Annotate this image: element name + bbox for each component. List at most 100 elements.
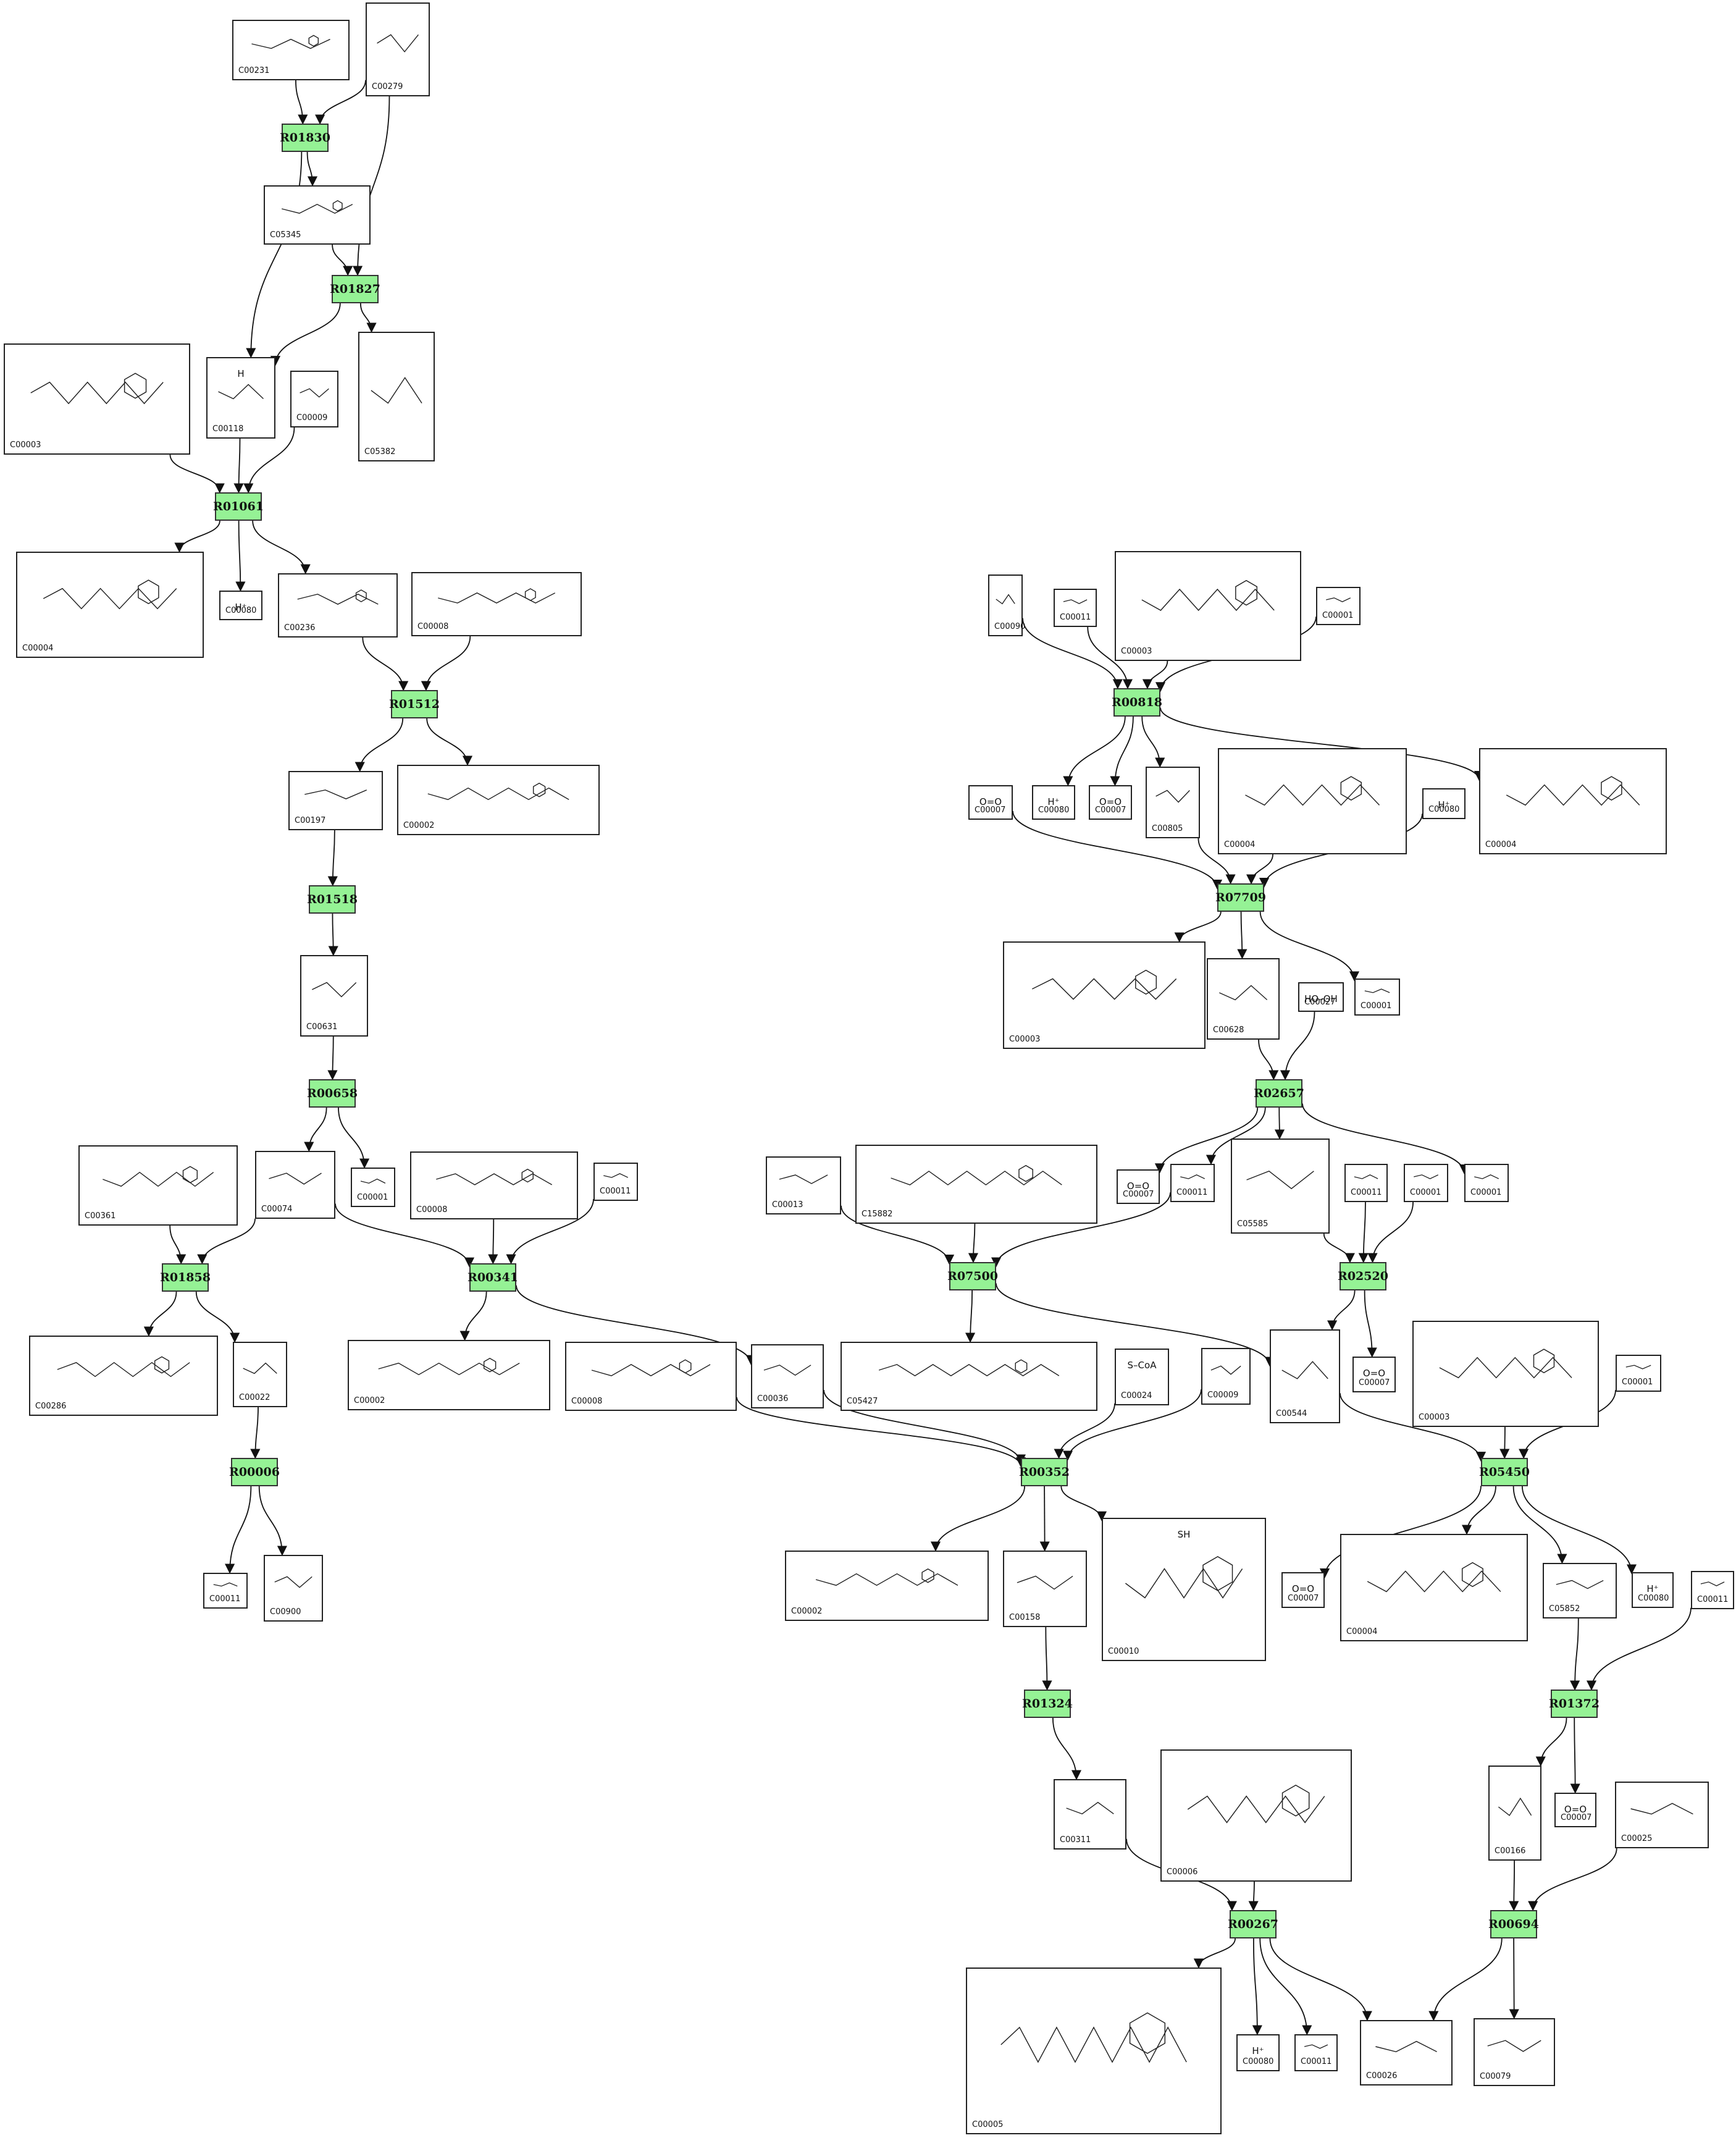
compound-box-c00080[interactable]: H⁺C00080 — [1632, 1572, 1674, 1608]
compound-box-c00008[interactable]: C00008 — [411, 572, 582, 636]
compound-box-c00003[interactable]: C00003 — [4, 343, 190, 455]
compound-box-c00004[interactable]: C00004 — [1479, 748, 1667, 854]
compound-box-c00003[interactable]: C00003 — [1412, 1321, 1599, 1427]
compound-box-c05585[interactable]: C05585 — [1231, 1138, 1330, 1234]
compound-box-c00011[interactable]: C00011 — [1691, 1571, 1734, 1609]
reaction-node-r00352[interactable]: R00352 — [1019, 1458, 1070, 1486]
compound-structure — [305, 960, 363, 1019]
compound-box-c00008[interactable]: C00008 — [410, 1151, 578, 1219]
reaction-node-r00658[interactable]: R00658 — [307, 1079, 358, 1108]
compound-box-c05345[interactable]: C05345 — [264, 185, 371, 245]
compound-box-c00001[interactable]: C00001 — [1616, 1355, 1661, 1392]
reaction-node-r01061[interactable]: R01061 — [213, 492, 264, 521]
reaction-node-r05450[interactable]: R05450 — [1479, 1458, 1530, 1486]
compound-box-c00011[interactable]: C00011 — [1344, 1164, 1388, 1202]
reaction-node-r00818[interactable]: R00818 — [1112, 688, 1162, 717]
compound-box-c05427[interactable]: C05427 — [841, 1342, 1097, 1411]
compound-box-c15882[interactable]: C15882 — [855, 1145, 1097, 1224]
compound-box-c00001[interactable]: C00001 — [1316, 587, 1361, 625]
compound-box-c00236[interactable]: C00236 — [278, 573, 398, 638]
compound-box-c00231[interactable]: C00231 — [232, 20, 350, 80]
compound-box-c00080[interactable]: H⁺C00080 — [1422, 788, 1466, 819]
reaction-node-r01827[interactable]: R01827 — [330, 275, 380, 303]
compound-box-c00036[interactable]: C00036 — [751, 1344, 824, 1408]
compound-box-c00003[interactable]: C00003 — [1003, 941, 1206, 1049]
compound-box-c00004[interactable]: C00004 — [1340, 1534, 1528, 1641]
compound-box-c00004[interactable]: C00004 — [16, 552, 204, 658]
reaction-node-r01372[interactable]: R01372 — [1549, 1690, 1600, 1718]
compound-structure: HO–OH — [1303, 987, 1339, 1004]
compound-box-c00158[interactable]: C00158 — [1003, 1551, 1087, 1627]
compound-box-c05852[interactable]: C05852 — [1543, 1563, 1617, 1618]
reaction-node-r07709[interactable]: R07709 — [1215, 883, 1266, 912]
compound-box-c00080[interactable]: H⁺C00080 — [1032, 785, 1075, 820]
compound-box-c05382[interactable]: C05382 — [358, 332, 435, 461]
compound-box-c00001[interactable]: C00001 — [1354, 979, 1400, 1016]
compound-box-c00628[interactable]: C00628 — [1207, 958, 1280, 1040]
compound-box-c00544[interactable]: C00544 — [1270, 1329, 1340, 1423]
reaction-node-r00341[interactable]: R00341 — [468, 1263, 518, 1292]
compound-box-c00900[interactable]: C00900 — [264, 1555, 323, 1622]
compound-box-c00805[interactable]: C00805 — [1146, 767, 1200, 838]
compound-box-c00022[interactable]: C00022 — [233, 1342, 287, 1407]
compound-box-c00011[interactable]: C00011 — [1170, 1164, 1215, 1202]
edge-R00818-c34 — [1141, 716, 1165, 768]
compound-box-c00090[interactable]: C00090 — [988, 574, 1025, 636]
reaction-node-r01518[interactable]: R01518 — [307, 885, 358, 914]
compound-box-c00026[interactable]: C00026 — [1360, 2020, 1453, 2085]
compound-box-c00001[interactable]: C00001 — [1464, 1164, 1509, 1202]
compound-box-c00011[interactable]: C00011 — [1054, 589, 1097, 627]
reaction-node-r01512[interactable]: R01512 — [389, 690, 440, 718]
compound-box-c00197[interactable]: C00197 — [288, 771, 383, 830]
compound-box-c00008[interactable]: C00008 — [565, 1342, 737, 1411]
compound-box-c00286[interactable]: C00286 — [29, 1336, 218, 1416]
compound-structure — [570, 1347, 732, 1394]
compound-box-c00631[interactable]: C00631 — [300, 955, 368, 1037]
compound-box-c00005[interactable]: C00005 — [966, 1968, 1222, 2134]
compound-box-c00002[interactable]: C00002 — [348, 1340, 550, 1410]
compound-box-c00011[interactable]: C00011 — [1294, 2034, 1338, 2071]
compound-box-c00011[interactable]: C00011 — [593, 1163, 638, 1201]
compound-box-c00080[interactable]: H⁺C00080 — [219, 591, 262, 620]
compound-box-c00009[interactable]: C00009 — [290, 371, 338, 427]
compound-box-c00279[interactable]: C00279 — [366, 2, 430, 96]
reaction-node-r01324[interactable]: R01324 — [1022, 1690, 1073, 1718]
reaction-node-r02520[interactable]: R02520 — [1338, 1262, 1388, 1290]
compound-box-c00311[interactable]: C00311 — [1054, 1779, 1126, 1850]
compound-structure — [269, 1560, 318, 1604]
compound-box-c00003[interactable]: C00003 — [1115, 551, 1301, 661]
compound-id-label: C00025 — [1621, 1834, 1653, 1843]
compound-box-c00004[interactable]: C00004 — [1218, 748, 1407, 854]
reaction-node-r07500[interactable]: R07500 — [947, 1262, 998, 1290]
compound-box-c00002[interactable]: C00002 — [397, 765, 600, 835]
reaction-node-r00694[interactable]: R00694 — [1488, 1910, 1539, 1938]
compound-box-c00002[interactable]: C00002 — [785, 1551, 989, 1621]
reaction-node-r01858[interactable]: R01858 — [160, 1263, 211, 1292]
compound-box-c00361[interactable]: C00361 — [78, 1145, 238, 1226]
compound-box-c00001[interactable]: C00001 — [1404, 1164, 1448, 1202]
compound-box-c00011[interactable]: C00011 — [203, 1573, 248, 1609]
reaction-node-r02657[interactable]: R02657 — [1254, 1079, 1304, 1108]
compound-box-c00080[interactable]: H⁺C00080 — [1236, 2034, 1280, 2071]
compound-box-c00025[interactable]: C00025 — [1615, 1782, 1709, 1848]
reaction-node-r00267[interactable]: R00267 — [1228, 1910, 1278, 1938]
compound-box-c00001[interactable]: C00001 — [351, 1168, 395, 1207]
compound-box-c00013[interactable]: C00013 — [766, 1156, 841, 1214]
compound-box-c00074[interactable]: C00074 — [255, 1151, 335, 1219]
reaction-node-r00006[interactable]: R00006 — [229, 1458, 280, 1486]
compound-box-c00006[interactable]: C00006 — [1160, 1749, 1352, 1882]
reaction-node-r01830[interactable]: R01830 — [280, 124, 330, 152]
compound-box-c00079[interactable]: C00079 — [1474, 2018, 1555, 2086]
compound-box-c00166[interactable]: C00166 — [1488, 1766, 1541, 1861]
compound-box-c00009[interactable]: C00009 — [1201, 1348, 1251, 1405]
